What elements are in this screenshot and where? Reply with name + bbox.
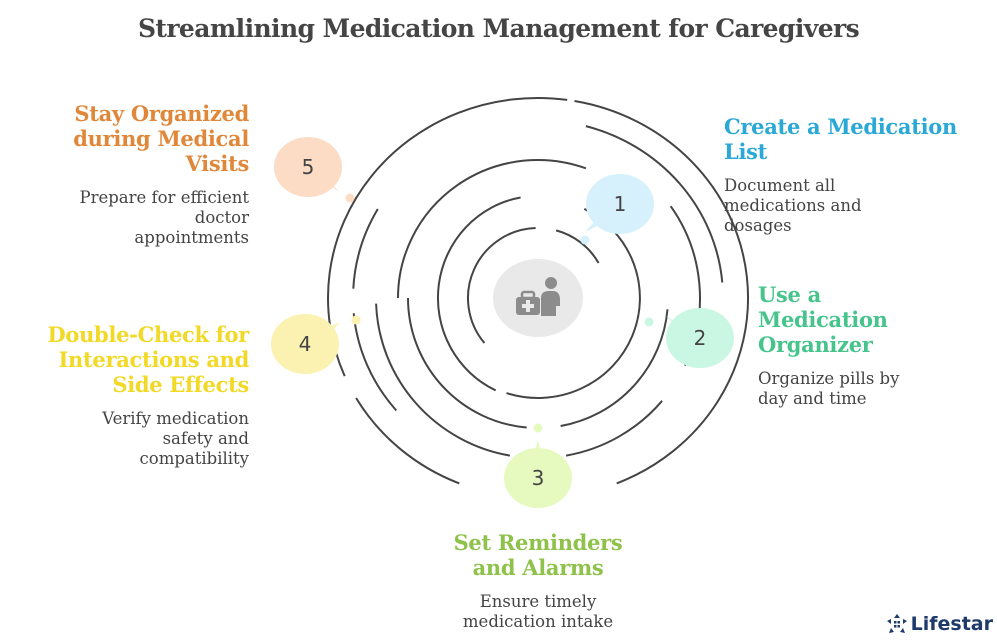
step-4: Double-Check for Interactions and Side E…	[20, 322, 249, 469]
lifestar-logo-icon	[886, 614, 907, 633]
step-1-heading-line: List	[724, 139, 768, 164]
step-2: Use a Medication Organizer Organize pill…	[758, 282, 978, 409]
step-4-desc-line: Verify medication	[102, 409, 249, 428]
spiral-arc	[436, 196, 521, 392]
spiral-arc	[352, 208, 379, 289]
spiral-arc	[407, 297, 527, 429]
step-3-desc-line: medication intake	[462, 612, 614, 631]
step-1-bubble: 1	[580, 174, 654, 245]
step-4-heading-line: Double-Check for	[47, 322, 249, 347]
spiral-arc	[574, 100, 749, 485]
step-1-desc-line: dosages	[724, 216, 792, 235]
step-2-heading-line: Organizer	[758, 332, 873, 357]
step-2-heading-line: Medication	[758, 307, 888, 332]
connector-dot	[345, 193, 355, 203]
lifestar-logo: Lifestar	[886, 613, 993, 635]
bubble-circle	[271, 314, 339, 374]
step-number: 2	[694, 326, 707, 350]
step-2-desc-line: day and time	[758, 389, 867, 408]
step-number: 3	[532, 466, 545, 490]
step-3-heading-line: and Alarms	[472, 555, 604, 580]
step-3-heading-line: Set Reminders	[453, 530, 623, 555]
step-1-heading-line: Create a Medication	[724, 114, 957, 139]
spiral-arc	[555, 229, 600, 264]
step-1: Create a Medication List Document all me…	[724, 114, 984, 236]
spiral-arc	[585, 125, 724, 283]
step-5: Stay Organized during Medical Visits Pre…	[20, 101, 249, 248]
step-2-bubble: 2	[644, 308, 734, 368]
connector-dot	[580, 235, 590, 245]
step-number: 4	[299, 332, 312, 356]
step-1-heading: Create a Medication List	[724, 114, 984, 164]
step-5-desc-line: appointments	[134, 228, 249, 247]
spiral-arc	[560, 309, 669, 427]
step-2-description: Organize pills by day and time	[758, 369, 978, 409]
step-4-heading-line: Side Effects	[112, 372, 249, 397]
step-3-bubble: 3	[504, 423, 572, 508]
step-1-desc-line: medications and	[724, 196, 862, 215]
connector-dot	[351, 315, 361, 325]
step-5-heading-line: Visits	[185, 151, 250, 176]
step-3-description: Ensure timely medication intake	[398, 592, 678, 632]
bubble-circle	[274, 137, 342, 197]
spiral-arc	[506, 208, 641, 399]
bubble-circle	[504, 448, 572, 508]
connector-dot	[533, 423, 543, 433]
spiral-arc	[375, 303, 511, 457]
page-title: Streamlining Medication Management for C…	[137, 14, 860, 43]
step-1-description: Document all medications and dosages	[724, 176, 984, 236]
step-3: Set Reminders and Alarms Ensure timely m…	[398, 530, 678, 632]
step-4-description: Verify medication safety and compatibili…	[20, 409, 249, 469]
step-number: 1	[614, 192, 627, 216]
step-5-desc-line: doctor	[194, 208, 249, 227]
step-2-heading-line: Use a	[758, 282, 821, 307]
spiral-arc	[327, 97, 568, 377]
step-5-bubble: 5	[274, 137, 355, 203]
spiral-arc	[466, 227, 536, 344]
concentric-arcs	[327, 97, 749, 485]
step-4-desc-line: compatibility	[139, 449, 249, 468]
step-5-heading-line: Stay Organized	[74, 101, 249, 126]
step-4-bubble: 4	[271, 314, 361, 374]
step-2-heading: Use a Medication Organizer	[758, 282, 978, 357]
logo-text: Lifestar	[910, 613, 993, 635]
spiral-arc	[397, 158, 587, 299]
step-2-desc-line: Organize pills by	[758, 369, 900, 388]
connector-dot	[644, 317, 654, 327]
step-5-desc-line: Prepare for efficient	[79, 188, 249, 207]
step-number: 5	[302, 155, 315, 179]
bubble-circle	[586, 174, 654, 234]
step-4-desc-line: safety and	[162, 429, 249, 448]
step-5-description: Prepare for efficient doctor appointment…	[20, 188, 249, 248]
bubble-circle	[666, 308, 734, 368]
spiral-arc	[355, 397, 460, 485]
step-3-heading: Set Reminders and Alarms	[398, 530, 678, 580]
step-5-heading: Stay Organized during Medical Visits	[20, 101, 249, 176]
step-4-heading: Double-Check for Interactions and Side E…	[20, 322, 249, 397]
step-5-heading-line: during Medical	[73, 126, 249, 151]
spiral-arc	[565, 400, 663, 457]
step-4-heading-line: Interactions and	[58, 347, 250, 372]
step-3-desc-line: Ensure timely	[479, 592, 597, 611]
step-1-desc-line: Document all	[724, 176, 836, 195]
caregiver-medical-kit-icon	[516, 277, 560, 316]
